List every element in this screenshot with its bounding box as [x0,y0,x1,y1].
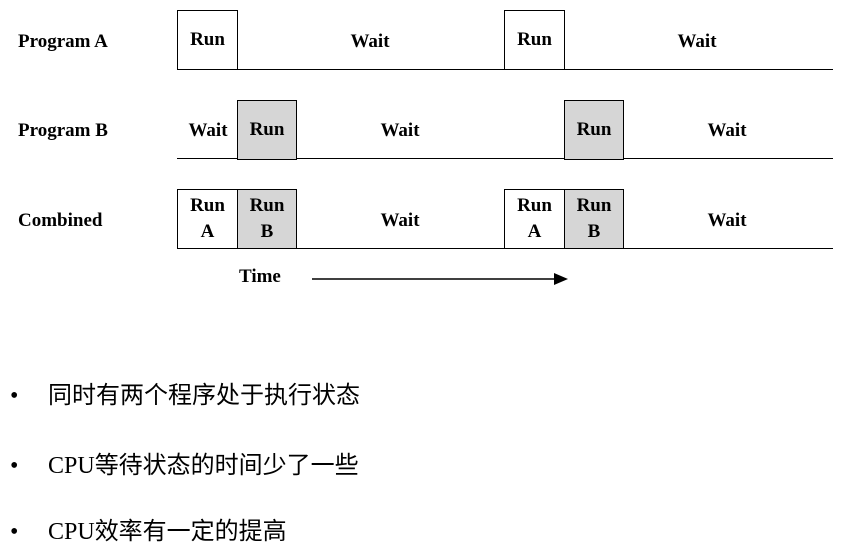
timeline-baseline [297,158,565,159]
wait-label: Wait [380,120,420,141]
program-letter: B [260,221,274,242]
timeline-baseline [624,158,833,159]
bullet-item: • CPU效率有一定的提高 [10,511,287,546]
run-block: Run B [237,189,297,249]
bullet-dot-icon: • [10,383,19,409]
program-letter: A [200,221,215,242]
row-label-combined: Combined [18,210,103,231]
run-label: Run [517,29,552,50]
timeline-baseline [177,158,238,159]
bullet-text: CPU等待状态的时间少了一些 [48,453,359,479]
bullet-item: • 同时有两个程序处于执行状态 [10,375,360,410]
timeline-baseline [238,69,505,70]
wait-label: Wait [188,120,228,141]
wait-label: Wait [677,31,717,52]
bullet-item: • CPU等待状态的时间少了一些 [10,445,359,480]
bullet-text: 同时有两个程序处于执行状态 [48,383,360,409]
row-label-program-b: Program B [18,120,108,141]
program-letter: B [587,221,601,242]
run-label: Run [190,29,225,50]
bullet-dot-icon: • [10,519,19,545]
run-label: Run [249,195,285,216]
bullet-dot-icon: • [10,453,19,479]
run-label: Run [576,119,612,140]
run-label: Run [576,195,612,216]
time-arrow [312,273,568,285]
time-label: Time [239,266,281,287]
run-label: Run [249,119,285,140]
run-block: Run A [177,189,238,249]
run-block: Run [504,10,565,70]
row-label-program-a: Program A [18,31,108,52]
run-label: Run [190,195,225,216]
program-letter: A [527,221,542,242]
run-block: Run A [504,189,565,249]
run-label: Run [517,195,552,216]
run-block: Run [564,100,624,160]
timeline-baseline [297,248,505,249]
wait-label: Wait [350,31,390,52]
bullet-text: CPU效率有一定的提高 [48,519,287,545]
wait-label: Wait [707,210,747,231]
run-block: Run [177,10,238,70]
wait-label: Wait [707,120,747,141]
wait-label: Wait [380,210,420,231]
run-block: Run [237,100,297,160]
run-block: Run B [564,189,624,249]
timeline-baseline [624,248,833,249]
timeline-baseline [565,69,833,70]
